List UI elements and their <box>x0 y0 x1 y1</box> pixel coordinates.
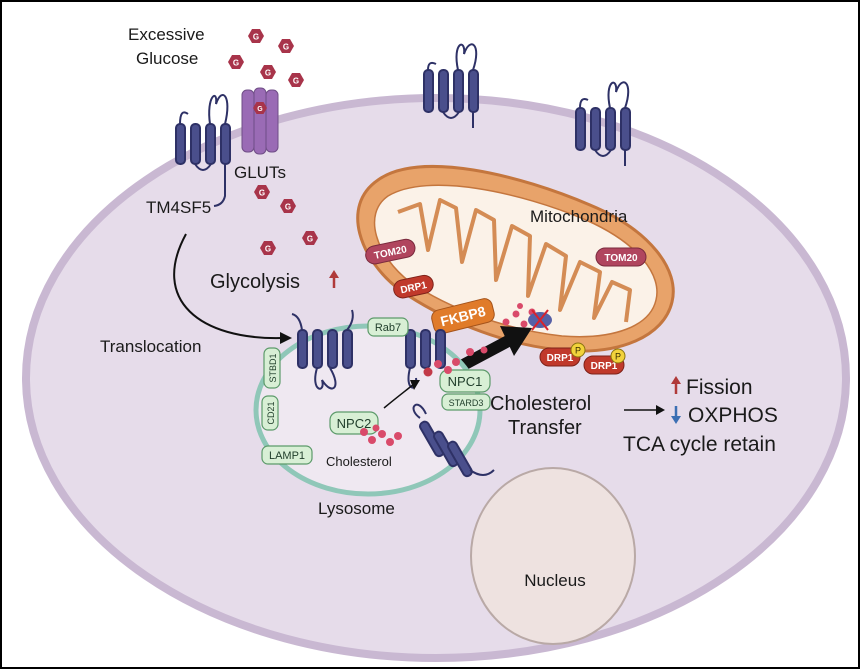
tm4sf5-protein-top <box>423 43 479 128</box>
glucose-molecules: G G G G G G G G G <box>228 29 318 255</box>
tm4sf5-protein <box>175 94 231 207</box>
svg-text:DRP1: DRP1 <box>547 353 574 364</box>
svg-text:P: P <box>615 352 621 362</box>
cd21-protein: CD21 <box>261 395 279 431</box>
cholesterol-label: Cholesterol <box>326 454 392 469</box>
npc-arrow <box>383 383 415 409</box>
nucleus <box>470 467 636 645</box>
svg-text:G: G <box>253 33 259 42</box>
npc2-protein: NPC2 <box>329 411 379 435</box>
svg-text:G: G <box>307 235 313 244</box>
cholesterol-transfer-label-2: Transfer <box>508 417 582 439</box>
svg-text:P: P <box>575 346 581 356</box>
svg-text:G: G <box>293 77 299 86</box>
npc1-protein: NPC1 <box>439 369 491 393</box>
gluts-label: GLUTs <box>234 163 286 182</box>
glucose-icon: G <box>278 39 294 53</box>
glucose-icon: G <box>288 73 304 87</box>
glucose-icon: G <box>254 185 270 199</box>
glucose-icon: G <box>280 199 296 213</box>
svg-text:STBD1: STBD1 <box>268 353 278 382</box>
phospho-icon: P <box>610 348 626 364</box>
svg-text:G: G <box>265 245 271 254</box>
svg-text:Rab7: Rab7 <box>375 322 401 334</box>
glucose-icon: G <box>248 29 264 43</box>
cholesterol-cluster-npc1 <box>423 346 488 377</box>
tm4sf5-lysosome-2 <box>405 329 446 389</box>
tm4sf5-lysosome-3 <box>412 403 495 478</box>
up-arrow-icon <box>329 270 339 288</box>
tm4sf5-lysosome <box>291 309 354 390</box>
oxphos-label: OXPHOS <box>688 404 778 427</box>
glucose-label: Glucose <box>136 49 198 68</box>
tm4sf5-protein-right <box>575 81 631 166</box>
svg-text:NPC2: NPC2 <box>337 416 372 431</box>
translocation-arrow <box>173 233 283 340</box>
svg-text:G: G <box>285 203 291 212</box>
inhibit-cross-icon <box>531 309 549 331</box>
glycolysis-label: Glycolysis <box>210 271 300 293</box>
mitochondria <box>356 164 675 353</box>
svg-text:G: G <box>283 43 289 52</box>
glucose-icon: G <box>260 241 276 255</box>
svg-text:G: G <box>259 189 265 198</box>
drp1-protein: DRP1 <box>393 274 434 299</box>
excessive-label: Excessive <box>128 25 205 44</box>
svg-text:G: G <box>257 106 263 113</box>
svg-text:TOM20: TOM20 <box>604 253 638 264</box>
svg-text:G: G <box>265 69 271 78</box>
lysosome-label: Lysosome <box>318 499 395 518</box>
arrow-head-icon <box>656 405 665 415</box>
svg-text:CD21: CD21 <box>266 401 276 424</box>
tm4sf5-label: TM4SF5 <box>146 198 211 217</box>
glucose-icon: G <box>260 65 276 79</box>
mitochondria-label: Mitochondria <box>530 207 628 226</box>
svg-text:DRP1: DRP1 <box>591 361 618 372</box>
nucleus-label: Nucleus <box>524 571 585 590</box>
glucose-icon: G <box>228 55 244 69</box>
arrow-head-icon <box>280 332 292 344</box>
cholesterol-transfer-label-1: Cholesterol <box>490 393 591 415</box>
glucose-icon: G <box>253 102 267 114</box>
svg-text:LAMP1: LAMP1 <box>269 450 305 462</box>
rab7-protein: Rab7 <box>367 317 409 337</box>
phospho-icon: P <box>570 342 586 358</box>
cholesterol-cluster <box>360 424 402 446</box>
translocation-label: Translocation <box>100 337 201 356</box>
tom20-protein: TOM20 <box>365 238 416 265</box>
svg-text:STARD3: STARD3 <box>449 398 484 408</box>
glucose-icon: G <box>302 231 318 245</box>
stbd1-protein: STBD1 <box>263 347 281 389</box>
fission-label: Fission <box>686 376 753 399</box>
arrow-head-icon <box>410 380 420 390</box>
down-arrow-icon <box>671 406 681 424</box>
tom20-protein: TOM20 <box>595 247 647 267</box>
glut-transporter: G <box>241 87 279 155</box>
svg-text:G: G <box>233 59 239 68</box>
svg-text:NPC1: NPC1 <box>448 374 483 389</box>
lamp1-protein: LAMP1 <box>261 445 313 465</box>
up-arrow-icon <box>671 376 681 394</box>
stard3-protein: STARD3 <box>441 393 491 411</box>
arrow-head-icon <box>500 326 532 356</box>
tca-label: TCA cycle retain <box>623 433 776 456</box>
